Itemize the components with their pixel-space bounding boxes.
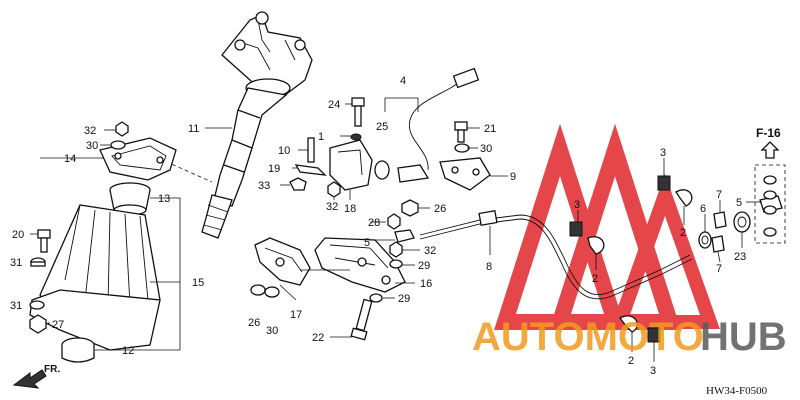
washer-part-29-upper: [389, 259, 403, 269]
callout-23: 23: [734, 251, 746, 263]
washer-part-26-left: [250, 284, 266, 296]
clip-part-3-top: [657, 175, 671, 191]
nut-part-32-middle: [327, 181, 341, 198]
callout-3-left: 3: [574, 199, 580, 211]
nut-part-27: [29, 314, 47, 334]
callout-18: 18: [344, 203, 356, 215]
callout-26-left: 26: [248, 317, 260, 329]
callout-32-middle: 32: [326, 201, 338, 213]
bracket-part-18: [329, 139, 373, 191]
callout-31-upper: 31: [10, 257, 22, 269]
bolt-part-20: [37, 229, 51, 253]
callout-1: 1: [318, 131, 324, 143]
callout-4: 4: [400, 75, 406, 87]
callout-32-lower: 32: [424, 245, 436, 257]
washer-part-30-top: [110, 140, 126, 150]
callout-24: 24: [328, 99, 340, 111]
callout-6: 6: [700, 203, 706, 215]
washer-part-1: [350, 133, 362, 141]
callout-29-upper: 29: [418, 260, 430, 272]
watermark-text: AUTOMOTO HUB: [472, 315, 787, 359]
callout-26-right: 26: [434, 203, 446, 215]
washer-part-30-bottom: [264, 286, 280, 298]
callout-25: 25: [376, 121, 388, 133]
watermark-text-hub: HUB: [700, 315, 787, 359]
callout-15: 15: [192, 277, 204, 289]
washer-part-30-right: [454, 143, 470, 153]
nut-part-31-upper: [30, 257, 46, 267]
callout-30-right: 30: [480, 143, 492, 155]
nut-part-33: [289, 177, 307, 191]
callout-20: 20: [12, 229, 24, 241]
link-part-19: [294, 164, 327, 176]
callout-33: 33: [258, 180, 270, 192]
front-label: FR.: [44, 364, 60, 375]
pin-part-10: [307, 137, 315, 163]
lever-part-17: [254, 237, 311, 286]
callout-29-lower: 29: [398, 293, 410, 305]
bracket-part-9: [439, 157, 491, 191]
bolt-part-22: [350, 298, 373, 341]
callout-5-right: 5: [736, 197, 742, 209]
clip-part-7-lower: [711, 235, 725, 253]
cable-part-8: [419, 209, 693, 300]
callout-17: 17: [290, 309, 302, 321]
steering-column-part-11: [201, 11, 313, 239]
callout-numbers: 1 2 2 2 3 3 3 4 5 5 6 7 7 8 9 10 11 12 1…: [10, 75, 746, 377]
bolt-part-24: [351, 97, 365, 127]
bolt-part-21: [454, 121, 468, 143]
clip-part-5-left: [394, 229, 415, 243]
callout-16: 16: [420, 278, 432, 290]
callout-11: 11: [188, 123, 199, 135]
watermark-logo: [494, 123, 720, 330]
ring-part-6: [698, 231, 712, 249]
callout-12: 12: [122, 345, 134, 357]
nut-part-31-lower: [29, 300, 45, 310]
callout-2-top: 2: [680, 227, 686, 239]
callout-8: 8: [486, 261, 492, 273]
callout-10: 10: [278, 145, 290, 157]
callout-28: 28: [368, 217, 380, 229]
callout-27: 27: [52, 319, 64, 331]
callout-30-bottom: 30: [266, 325, 278, 337]
front-direction-arrow-icon: [12, 369, 47, 389]
lower-cover-part-15: [29, 204, 161, 363]
clamp-part-2-top: [675, 189, 693, 207]
callout-5-left: 5: [364, 237, 370, 249]
callout-19: 19: [268, 163, 280, 175]
callout-31-lower: 31: [10, 300, 22, 312]
nut-part-28: [387, 213, 401, 230]
nut-part-32-lower: [389, 241, 403, 258]
callout-2-left: 2: [592, 273, 598, 285]
clip-part-7-upper: [713, 211, 727, 229]
callout-2-bottom: 2: [628, 355, 634, 367]
diagram-code: HW34-F0500: [706, 385, 768, 397]
watermark-text-automoto: AUTOMOTO: [472, 315, 704, 359]
callout-3-bottom: 3: [650, 365, 656, 377]
callout-3-top: 3: [660, 147, 666, 159]
callout-30-top: 30: [86, 140, 98, 152]
nut-part-32-top: [115, 121, 129, 137]
tilt-bracket-part-16: [314, 237, 406, 293]
washer-part-29-lower: [369, 293, 383, 303]
callout-7-lower: 7: [716, 263, 722, 275]
bushing-part-23: [733, 211, 751, 233]
callout-22: 22: [312, 332, 324, 344]
callout-13: 13: [158, 193, 170, 205]
callout-21: 21: [484, 123, 496, 135]
callout-32-top: 32: [84, 125, 96, 137]
callout-9: 9: [510, 171, 516, 183]
nut-part-26-right: [401, 199, 419, 217]
callout-7-upper: 7: [716, 189, 722, 201]
callout-14: 14: [64, 153, 76, 165]
reference-label: F-16: [756, 126, 781, 140]
watermark-triangle-3: [610, 174, 720, 329]
clip-part-3-left: [569, 221, 583, 237]
leader-lines: [30, 97, 762, 362]
sensor-harness-part-4: [374, 67, 480, 183]
f16-reference-box: [754, 141, 786, 244]
